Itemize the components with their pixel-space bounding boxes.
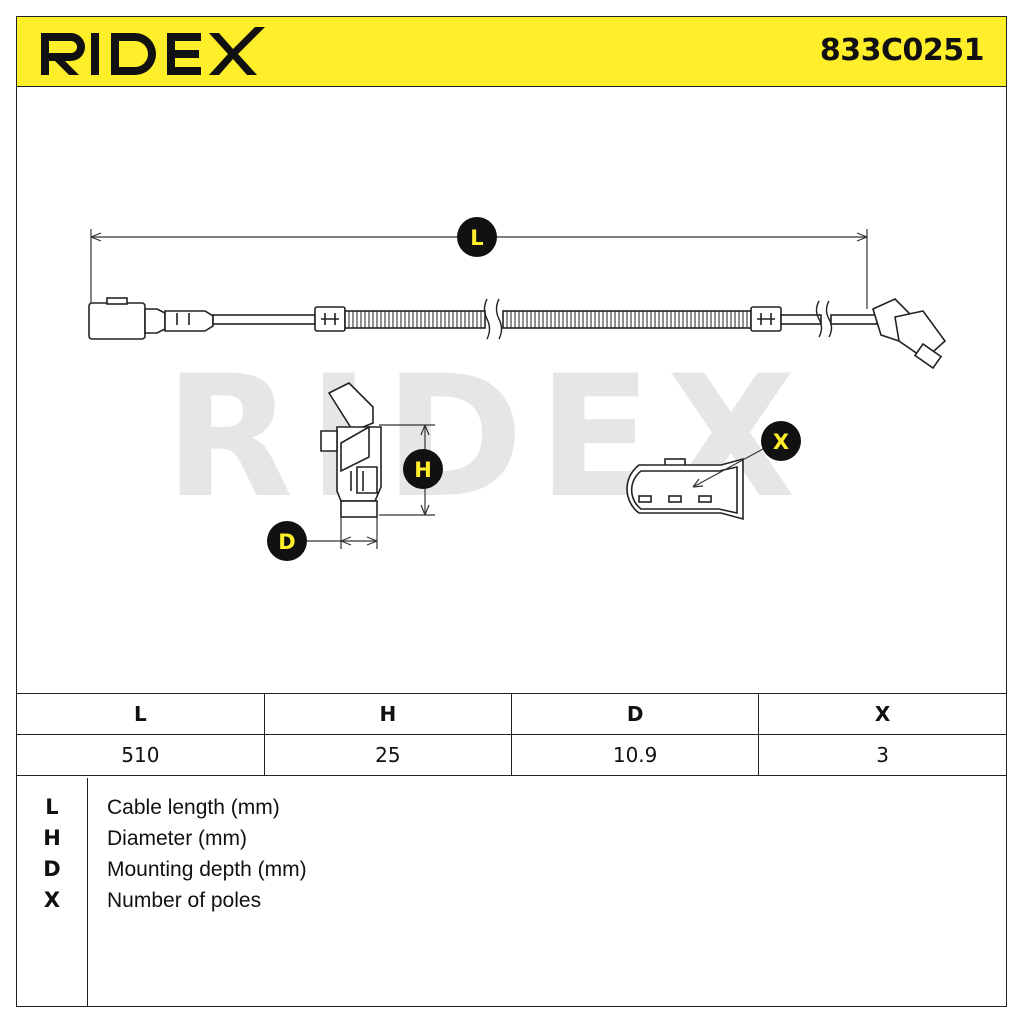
svg-text:L: L (470, 226, 483, 250)
legend-item: D Mounting depth (mm) (17, 854, 1006, 885)
table-value-x: 3 (758, 734, 1006, 776)
legend-key: D (43, 857, 61, 881)
legend-item: H Diameter (mm) (17, 823, 1006, 854)
break-marks (483, 298, 833, 340)
table-row: 510 25 10.9 3 (17, 734, 1006, 776)
connector-face-view (626, 457, 744, 521)
legend-item: L Cable length (mm) (17, 792, 1006, 823)
sleeve-ribs (348, 311, 748, 328)
table-header-l: L (17, 693, 265, 735)
callout-d: D (267, 521, 307, 561)
table-header-d: D (510, 693, 760, 735)
ridex-logo (41, 27, 265, 75)
cable-assembly (88, 297, 878, 340)
table-value-d: 10.9 (510, 734, 760, 776)
dimensions-table: L H D X 510 25 10.9 3 (17, 693, 1006, 776)
height-dimension (379, 424, 435, 516)
legend-text: Number of poles (107, 889, 262, 912)
legend-key: H (43, 826, 61, 850)
sensor-drawing: RIDEX L (88, 217, 947, 561)
callout-h: H (403, 449, 443, 489)
legend-divider (87, 778, 88, 1006)
table-value-l: 510 (17, 734, 265, 776)
callout-l: L (457, 217, 497, 257)
legend-item: X Number of poles (17, 885, 1006, 916)
table-header-x: X (758, 693, 1006, 735)
legend-text: Cable length (mm) (107, 796, 280, 819)
poles-leader (692, 448, 764, 488)
legend: L Cable length (mm) H Diameter (mm) D Mo… (17, 778, 1006, 1006)
table-header-h: H (263, 693, 513, 735)
header-bar: 833C0251 (17, 17, 1006, 87)
svg-text:H: H (414, 458, 432, 482)
part-number: 833C0251 (819, 33, 985, 68)
technical-drawing: RIDEX L (17, 87, 1006, 693)
svg-text:X: X (773, 430, 789, 454)
legend-text: Diameter (mm) (107, 827, 247, 850)
table-value-h: 25 (263, 734, 513, 776)
legend-key: L (45, 795, 59, 819)
legend-key: X (43, 888, 61, 912)
svg-text:D: D (278, 530, 295, 554)
table-header-row: L H D X (17, 693, 1006, 735)
product-sheet: 833C0251 RIDEX L (16, 16, 1007, 1007)
sensor-head-right (872, 298, 947, 370)
depth-dimension (307, 517, 378, 549)
callout-x: X (761, 421, 801, 461)
sensor-side-view (320, 382, 382, 518)
legend-text: Mounting depth (mm) (107, 858, 307, 881)
